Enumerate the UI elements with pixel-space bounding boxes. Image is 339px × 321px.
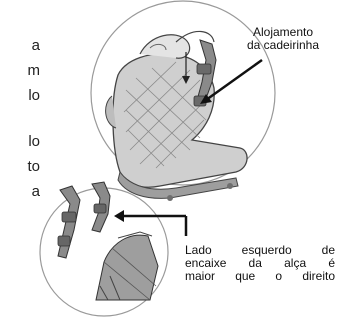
text-fragment: m [27, 62, 41, 79]
text-fragment: a [31, 37, 40, 54]
callout-pointer-top [200, 58, 263, 104]
text-fragment: lo [28, 133, 40, 150]
car-seat-top-image [105, 30, 248, 201]
callout-line: Lado esquerdo de [185, 243, 335, 257]
callout-strap-side: Lado esquerdo de encaixe da alça é maior… [185, 244, 335, 283]
callout-line: maior que o direito [185, 269, 335, 283]
text-fragment: to [27, 158, 40, 175]
down-arrow-icon [182, 52, 190, 84]
callout-seat-housing: Alojamento da cadeirinha [233, 26, 333, 52]
callout-line: encaixe da alça é [185, 256, 335, 270]
callout-line: Alojamento [252, 25, 314, 39]
callout-line: da cadeirinha [246, 38, 320, 52]
left-text-column: a m lo lo to a [0, 0, 40, 321]
text-fragment: lo [28, 87, 40, 104]
callout-pointer-bottom [114, 210, 188, 236]
strap-detail-image [57, 181, 159, 301]
text-fragment: a [31, 183, 40, 200]
harness-strap-top [193, 39, 217, 107]
